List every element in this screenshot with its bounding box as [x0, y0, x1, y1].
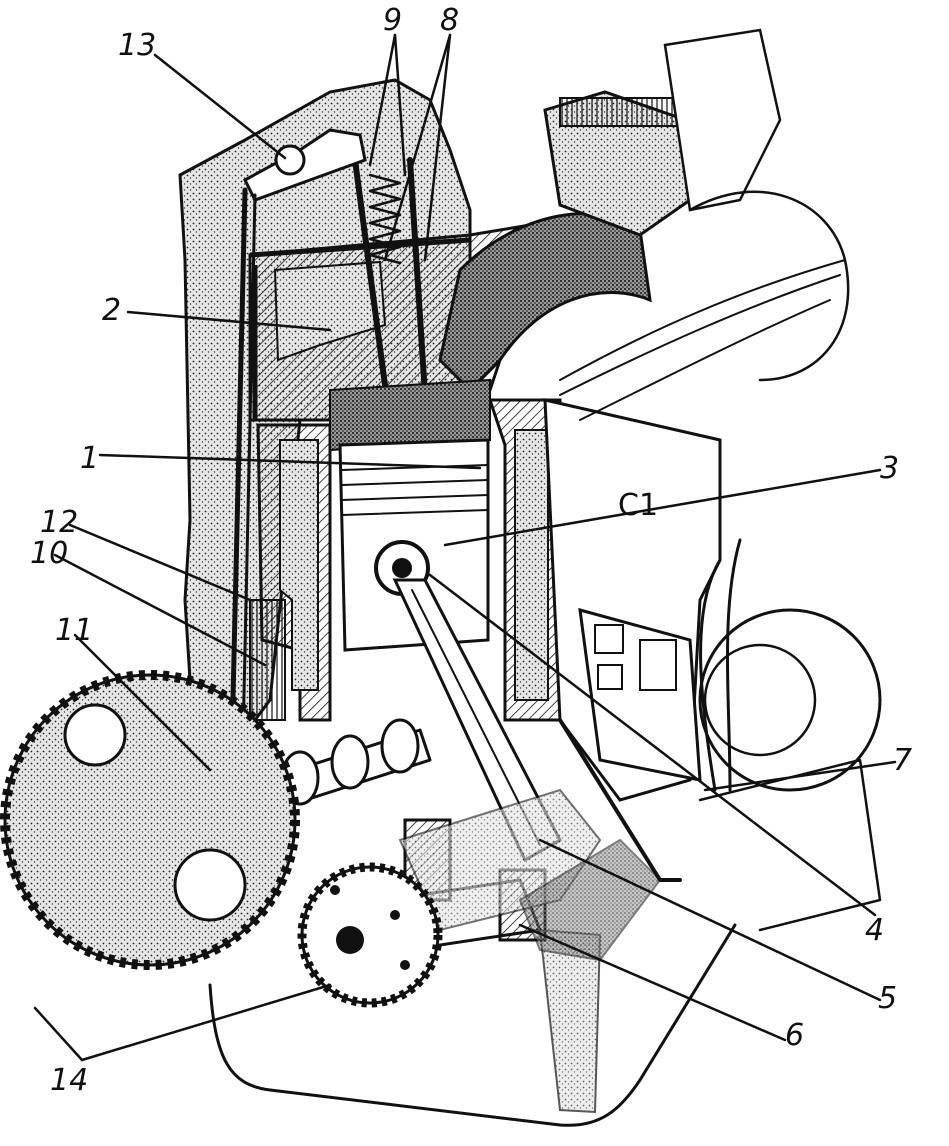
oil-pan	[208, 923, 737, 1127]
head-top-frame	[249, 237, 471, 420]
leader-13	[153, 53, 287, 160]
leader-10	[53, 553, 267, 667]
leader-lines	[33, 33, 897, 1062]
callout-2: 2	[102, 293, 121, 328]
leader-8b	[423, 33, 452, 262]
callout-11: 11	[55, 613, 93, 648]
callout-9: 9	[383, 3, 402, 38]
callout-8: 8	[440, 3, 459, 38]
block-lower-edge	[558, 718, 682, 882]
rocker-shaft	[274, 144, 306, 176]
crankshaft-gear	[297, 862, 443, 1008]
callout-10: 10	[30, 536, 68, 571]
callout-12: 12	[40, 505, 78, 540]
crankcase	[518, 838, 662, 962]
exhaust-flange	[559, 97, 681, 127]
callout-14: 14	[50, 1063, 88, 1098]
leader-9b	[393, 33, 407, 177]
callout-3: 3	[880, 451, 899, 486]
exhaust-manifold	[438, 212, 652, 393]
rocker-arm	[243, 128, 367, 202]
gear-lightening-hole-top	[63, 703, 127, 767]
water-jacket-right	[514, 429, 549, 701]
callout-5: 5	[878, 981, 897, 1016]
callout-4: 4	[865, 913, 884, 948]
gear-lightening-hole-bottom	[173, 848, 247, 922]
cylinder-liner-left	[279, 439, 319, 691]
valve-spring	[368, 173, 402, 265]
leader-12	[68, 523, 252, 602]
camshaft-gear	[0, 670, 300, 970]
leader-3	[443, 468, 882, 547]
valve-stem-right	[407, 157, 428, 398]
leader-8a	[383, 33, 452, 262]
callout-13: 13	[118, 28, 156, 63]
callout-7: 7	[893, 743, 912, 778]
blower-housing	[663, 28, 782, 212]
leader-1	[98, 453, 482, 470]
callout-1: 1	[80, 441, 99, 476]
combustion-chamber	[329, 378, 491, 452]
valve-stem-left	[352, 157, 388, 388]
leader-7	[703, 760, 897, 792]
leader-2	[126, 310, 332, 332]
blower-scroll	[688, 190, 850, 382]
cylinder-mark: C1	[618, 488, 658, 523]
leader-14a	[33, 1006, 84, 1062]
leader-5	[538, 838, 882, 1002]
leader-4	[428, 573, 877, 917]
callout-labels: 1 2 3 4 5 6 7 8 9 10 11 12 13 14	[30, 3, 912, 1098]
flywheel-housing	[578, 538, 882, 932]
piston-pin-bore	[392, 558, 412, 578]
pushrod-inner	[241, 193, 257, 742]
piston-rings	[341, 464, 489, 516]
leader-11	[73, 633, 212, 772]
leader-14b	[80, 983, 332, 1062]
leader-6	[518, 923, 787, 1042]
injector-lines	[559, 259, 846, 421]
leader-9a	[368, 33, 397, 167]
water-jacket-left	[273, 260, 387, 362]
callout-6: 6	[785, 1018, 804, 1053]
